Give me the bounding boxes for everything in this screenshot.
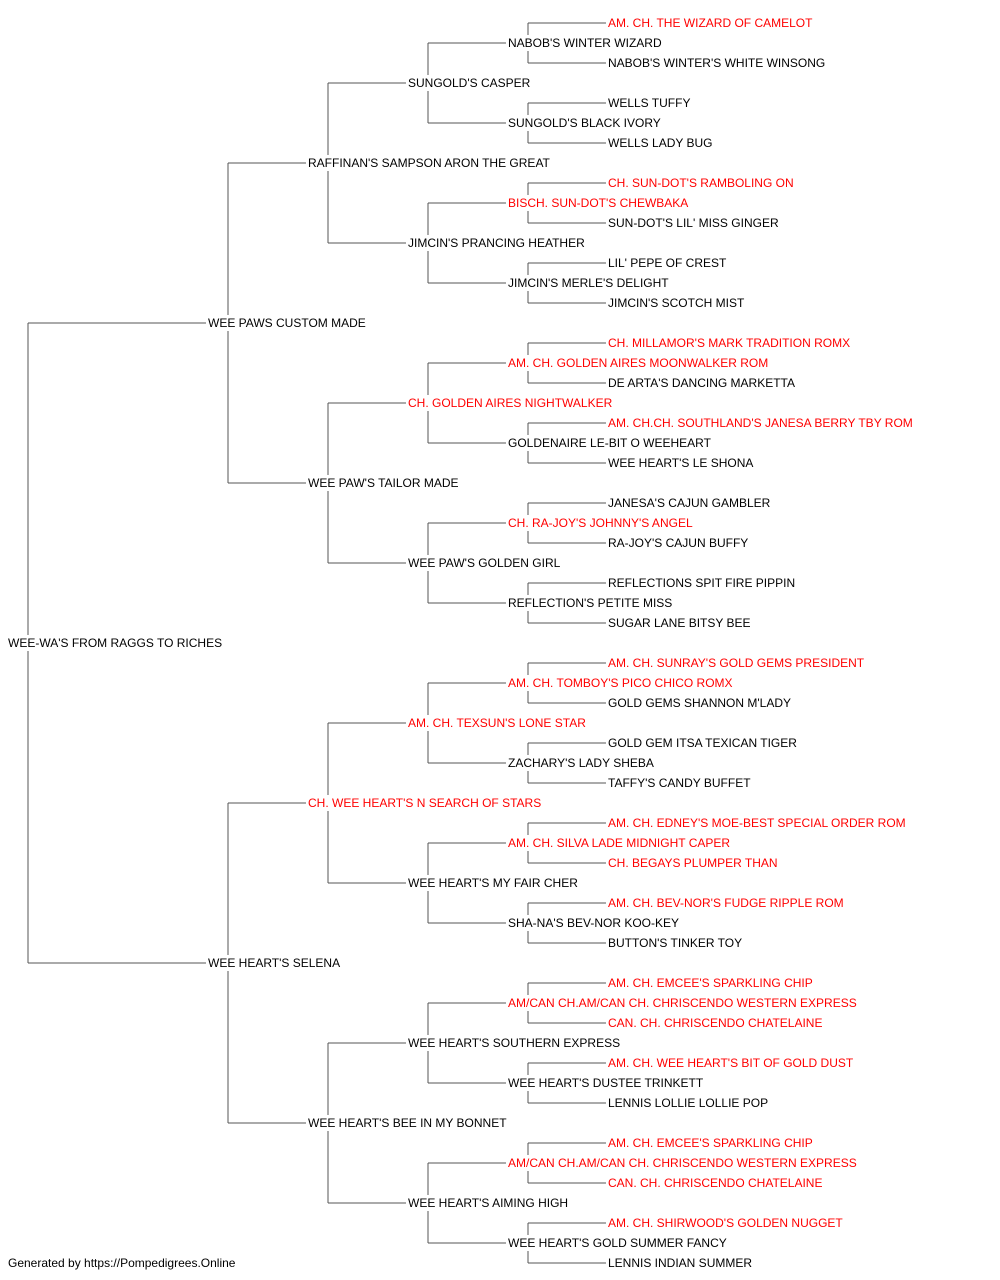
pedigree-node-dam-gen4: SUNGOLD'S BLACK IVORY bbox=[506, 115, 663, 131]
pedigree-node-sire-gen5: AM. CH. THE WIZARD OF CAMELOT bbox=[606, 15, 815, 31]
pedigree-node-dam-gen4: WEE HEART'S GOLD SUMMER FANCY bbox=[506, 1235, 729, 1251]
pedigree-node-dam-gen5: SUN-DOT'S LIL' MISS GINGER bbox=[606, 215, 781, 231]
pedigree-node-sire-gen4: AM/CAN CH.AM/CAN CH. CHRISCENDO WESTERN … bbox=[506, 995, 859, 1011]
pedigree-node-sire-gen5: GOLD GEM ITSA TEXICAN TIGER bbox=[606, 735, 799, 751]
pedigree-node-sire-gen4: AM. CH. SILVA LADE MIDNIGHT CAPER bbox=[506, 835, 733, 851]
pedigree-node-sire-gen3: AM. CH. TEXSUN'S LONE STAR bbox=[406, 715, 588, 731]
pedigree-node-dam-gen4: JIMCIN'S MERLE'S DELIGHT bbox=[506, 275, 671, 291]
pedigree-node-dam-gen5: CAN. CH. CHRISCENDO CHATELAINE bbox=[606, 1175, 825, 1191]
pedigree-node-sire-gen1: WEE PAWS CUSTOM MADE bbox=[206, 315, 368, 331]
pedigree-node-sire-gen5: AM. CH.CH. SOUTHLAND'S JANESA BERRY TBY … bbox=[606, 415, 915, 431]
pedigree-node-subject-gen0: WEE-WA'S FROM RAGGS TO RICHES bbox=[6, 635, 225, 651]
pedigree-node-dam-gen1: WEE HEART'S SELENA bbox=[206, 955, 343, 971]
pedigree-node-sire-gen5: AM. CH. BEV-NOR'S FUDGE RIPPLE ROM bbox=[606, 895, 846, 911]
pedigree-node-dam-gen5: BUTTON'S TINKER TOY bbox=[606, 935, 745, 951]
pedigree-node-sire-gen5: AM. CH. EMCEE'S SPARKLING CHIP bbox=[606, 975, 815, 991]
pedigree-node-dam-gen5: JIMCIN'S SCOTCH MIST bbox=[606, 295, 747, 311]
pedigree-node-sire-gen4: CH. RA-JOY'S JOHNNY'S ANGEL bbox=[506, 515, 695, 531]
pedigree-node-sire-gen2: RAFFINAN'S SAMPSON ARON THE GREAT bbox=[306, 155, 552, 171]
pedigree-node-sire-gen3: SUNGOLD'S CASPER bbox=[406, 75, 533, 91]
pedigree-node-dam-gen3: WEE HEART'S MY FAIR CHER bbox=[406, 875, 580, 891]
pedigree-node-dam-gen4: SHA-NA'S BEV-NOR KOO-KEY bbox=[506, 915, 681, 931]
pedigree-node-dam-gen5: SUGAR LANE BITSY BEE bbox=[606, 615, 753, 631]
pedigree-node-dam-gen4: ZACHARY'S LADY SHEBA bbox=[506, 755, 656, 771]
pedigree-node-dam-gen5: TAFFY'S CANDY BUFFET bbox=[606, 775, 753, 791]
pedigree-node-sire-gen5: AM. CH. EDNEY'S MOE-BEST SPECIAL ORDER R… bbox=[606, 815, 908, 831]
pedigree-node-sire-gen5: AM. CH. SUNRAY'S GOLD GEMS PRESIDENT bbox=[606, 655, 867, 671]
pedigree-node-sire-gen3: WEE HEART'S SOUTHERN EXPRESS bbox=[406, 1035, 623, 1051]
pedigree-node-dam-gen5: CH. BEGAYS PLUMPER THAN bbox=[606, 855, 780, 871]
pedigree-node-sire-gen3: CH. GOLDEN AIRES NIGHTWALKER bbox=[406, 395, 615, 411]
pedigree-node-sire-gen4: NABOB'S WINTER WIZARD bbox=[506, 35, 664, 51]
pedigree-node-dam-gen3: WEE PAW'S GOLDEN GIRL bbox=[406, 555, 563, 571]
pedigree-node-dam-gen4: WEE HEART'S DUSTEE TRINKETT bbox=[506, 1075, 706, 1091]
pedigree-node-dam-gen3: JIMCIN'S PRANCING HEATHER bbox=[406, 235, 587, 251]
pedigree-node-dam-gen4: REFLECTION'S PETITE MISS bbox=[506, 595, 675, 611]
pedigree-node-sire-gen5: CH. SUN-DOT'S RAMBOLING ON bbox=[606, 175, 796, 191]
pedigree-node-dam-gen5: DE ARTA'S DANCING MARKETTA bbox=[606, 375, 797, 391]
pedigree-node-sire-gen5: JANESA'S CAJUN GAMBLER bbox=[606, 495, 773, 511]
pedigree-node-sire-gen5: AM. CH. EMCEE'S SPARKLING CHIP bbox=[606, 1135, 815, 1151]
pedigree-node-dam-gen5: RA-JOY'S CAJUN BUFFY bbox=[606, 535, 751, 551]
pedigree-node-dam-gen2: WEE PAW'S TAILOR MADE bbox=[306, 475, 461, 491]
pedigree-node-sire-gen4: AM. CH. GOLDEN AIRES MOONWALKER ROM bbox=[506, 355, 771, 371]
pedigree-node-dam-gen5: CAN. CH. CHRISCENDO CHATELAINE bbox=[606, 1015, 825, 1031]
pedigree-node-dam-gen5: LENNIS INDIAN SUMMER bbox=[606, 1255, 755, 1271]
generated-by-footer: Generated by https://Pompedigrees.Online bbox=[6, 1255, 238, 1271]
pedigree-node-dam-gen2: WEE HEART'S BEE IN MY BONNET bbox=[306, 1115, 509, 1131]
pedigree-node-dam-gen5: LENNIS LOLLIE LOLLIE POP bbox=[606, 1095, 771, 1111]
pedigree-node-sire-gen4: AM. CH. TOMBOY'S PICO CHICO ROMX bbox=[506, 675, 735, 691]
pedigree-node-sire-gen5: AM. CH. WEE HEART'S BIT OF GOLD DUST bbox=[606, 1055, 856, 1071]
pedigree-node-sire-gen5: REFLECTIONS SPIT FIRE PIPPIN bbox=[606, 575, 798, 591]
pedigree-node-sire-gen2: CH. WEE HEART'S N SEARCH OF STARS bbox=[306, 795, 544, 811]
pedigree-node-sire-gen5: WELLS TUFFY bbox=[606, 95, 693, 111]
pedigree-node-dam-gen3: WEE HEART'S AIMING HIGH bbox=[406, 1195, 571, 1211]
pedigree-node-dam-gen5: WEE HEART'S LE SHONA bbox=[606, 455, 756, 471]
pedigree-node-sire-gen5: LIL' PEPE OF CREST bbox=[606, 255, 729, 271]
pedigree-node-dam-gen5: GOLD GEMS SHANNON M'LADY bbox=[606, 695, 793, 711]
pedigree-node-sire-gen4: BISCH. SUN-DOT'S CHEWBAKA bbox=[506, 195, 691, 211]
pedigree-node-sire-gen4: AM/CAN CH.AM/CAN CH. CHRISCENDO WESTERN … bbox=[506, 1155, 859, 1171]
pedigree-node-dam-gen5: NABOB'S WINTER'S WHITE WINSONG bbox=[606, 55, 828, 71]
pedigree-node-sire-gen5: CH. MILLAMOR'S MARK TRADITION ROMX bbox=[606, 335, 853, 351]
pedigree-node-dam-gen4: GOLDENAIRE LE-BIT O WEEHEART bbox=[506, 435, 713, 451]
pedigree-node-sire-gen5: AM. CH. SHIRWOOD'S GOLDEN NUGGET bbox=[606, 1215, 845, 1231]
pedigree-node-dam-gen5: WELLS LADY BUG bbox=[606, 135, 715, 151]
